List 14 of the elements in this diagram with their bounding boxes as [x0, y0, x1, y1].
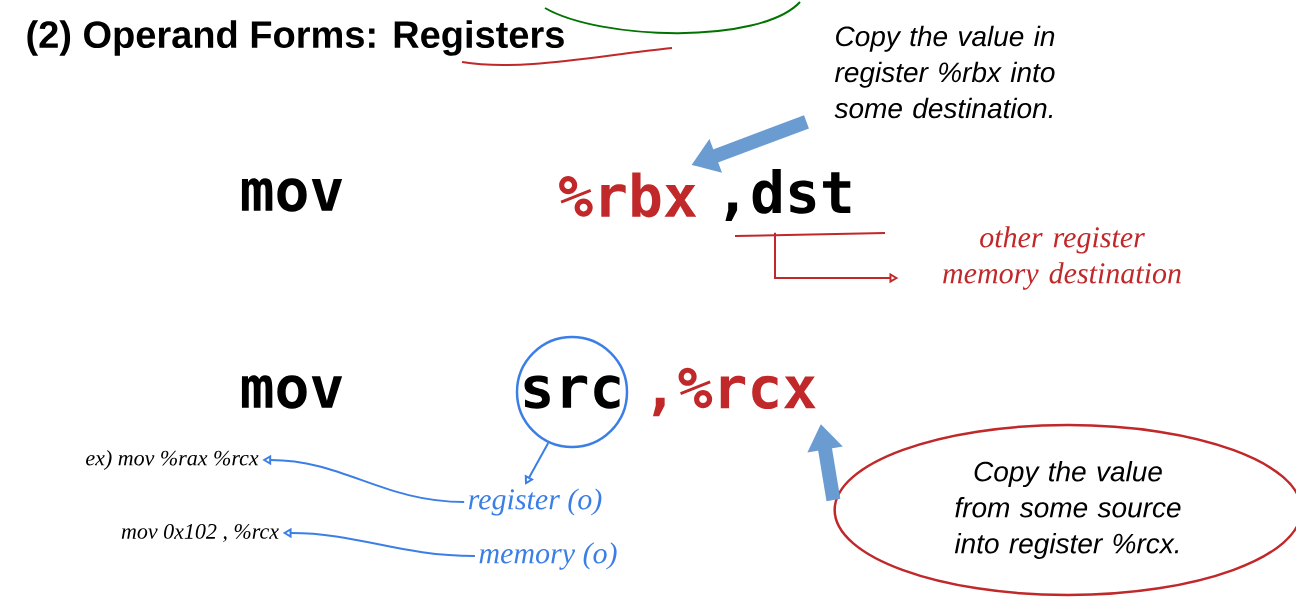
- handwritten-arrow: [524, 442, 550, 485]
- handwritten-note: memory (o): [479, 542, 617, 570]
- handwritten-example: mov 0x102 , %rcx: [121, 524, 279, 542]
- title: (2) Operand Forms: Registers: [27, 20, 564, 56]
- code-keyword: mov: [241, 375, 343, 409]
- code-operand: %rbx: [559, 172, 697, 218]
- callout-text: Copy the value in register %rbx into some destination.: [834, 25, 1055, 119]
- code-operand: ,dst: [725, 168, 851, 222]
- handwritten-note: other register memory destination: [943, 226, 1181, 290]
- handwritten-note: register (o): [468, 488, 602, 516]
- code-keyword: mov: [241, 178, 343, 212]
- handwritten-example: ex) mov %rax %rcx: [86, 450, 259, 470]
- circled-operand: src: [515, 335, 629, 449]
- code-operand: ,%rcx: [652, 367, 816, 417]
